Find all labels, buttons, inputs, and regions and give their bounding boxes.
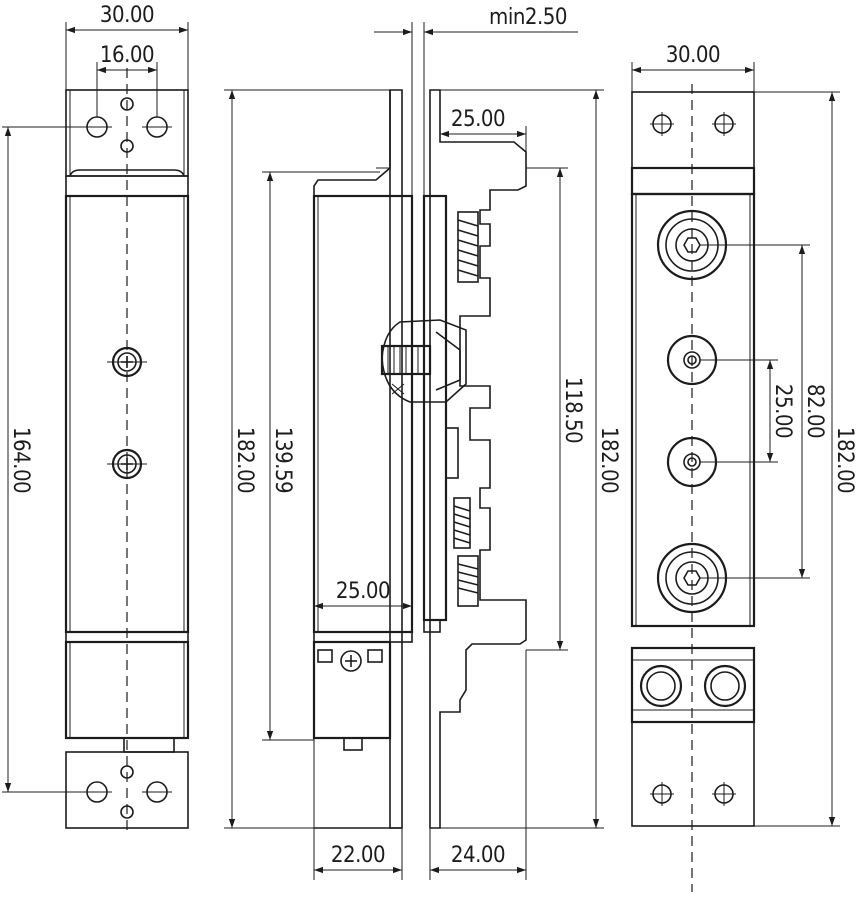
- strike-view: 25.00 118.50 182.00 24.00: [380, 89, 621, 880]
- dim-back-width: 30.00: [666, 43, 720, 68]
- dim-min-gap: min2.50: [489, 5, 567, 30]
- dim-strike-inner-height: 118.50: [560, 377, 585, 443]
- strike-inner-plate: [422, 194, 448, 622]
- dim-side-total-height: 182.00: [232, 427, 257, 493]
- dim-back-screw-spacing: 25.00: [770, 384, 795, 438]
- dim-side-bottom-width: 22.00: [331, 843, 385, 868]
- dim-back-total-height: 182.00: [832, 427, 857, 493]
- dim-back-bolt-spacing: 82.00: [802, 384, 827, 438]
- side-housing-screw: [340, 650, 362, 672]
- back-lower-housing: [630, 646, 756, 724]
- strike-profile: [429, 89, 527, 829]
- side-view: min2.50 182.00 139.59 25.00 22.00: [224, 5, 578, 880]
- strike-latch-bolt: [380, 319, 467, 403]
- dim-strike-total-height: 182.00: [596, 427, 621, 493]
- strike-spring-lower: [453, 497, 479, 607]
- back-view: 30.00 25.00 82.00 182.00: [630, 43, 857, 892]
- strike-spring-upper: [457, 211, 479, 283]
- dim-strike-depth: 25.00: [451, 107, 505, 132]
- dim-side-body-width: 25.00: [336, 579, 390, 604]
- dim-front-width: 30.00: [100, 3, 154, 28]
- back-body: [630, 192, 756, 628]
- side-body: [312, 194, 414, 634]
- side-mounting-plate: [389, 89, 403, 829]
- back-bottom-plate: [631, 721, 755, 827]
- back-top-plate: [631, 91, 755, 169]
- front-lower-housing: [64, 640, 190, 740]
- side-lower-housing: [312, 640, 392, 740]
- dim-side-body-height: 139.59: [270, 427, 295, 493]
- dim-strike-bottom-width: 24.00: [451, 843, 505, 868]
- dim-front-height: 164.00: [8, 427, 33, 493]
- dim-front-hole-spacing: 16.00: [100, 43, 154, 68]
- front-view: 30.00 16.00 164.00: [2, 3, 190, 832]
